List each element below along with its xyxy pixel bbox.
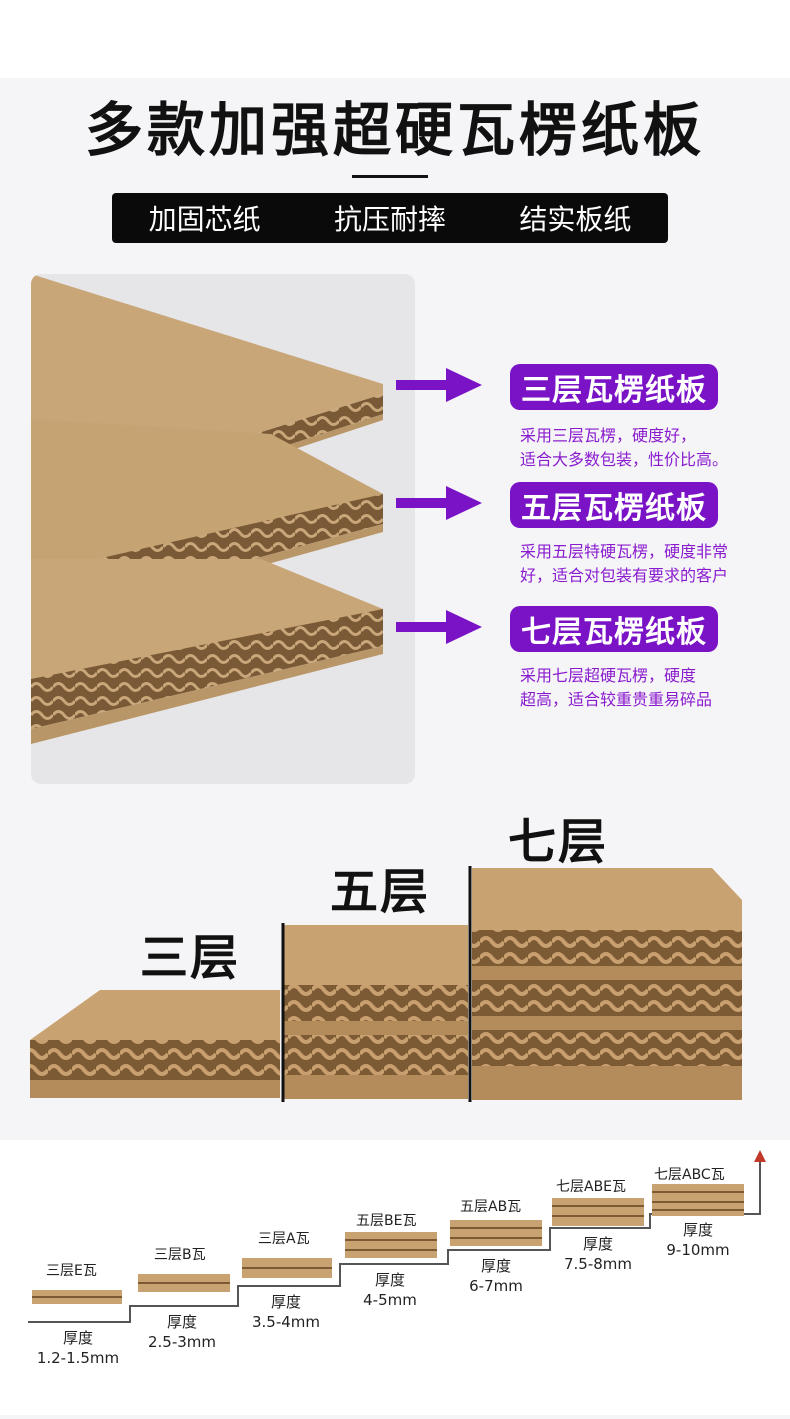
- thickness-label: 厚度: [480, 1257, 511, 1275]
- arrow-right-icon: [396, 610, 482, 644]
- feature-tag: 结实板纸: [519, 203, 632, 236]
- grade-name: 七层ABE瓦: [556, 1179, 627, 1195]
- grade-name: 五层AB瓦: [460, 1199, 522, 1215]
- product-name-badge: 七层瓦楞纸板: [510, 606, 718, 652]
- arrow-right-icon: [396, 486, 482, 520]
- grade-thickness: 厚度 6-7mm: [446, 1256, 546, 1296]
- grade-thickness: 厚度 3.5-4mm: [236, 1292, 336, 1332]
- corrugated-boards-image: [31, 274, 383, 744]
- thickness-label: 厚度: [62, 1329, 93, 1347]
- product-name-badge: 五层瓦楞纸板: [510, 482, 718, 528]
- thickness-label: 厚度: [166, 1313, 197, 1331]
- thickness-value: 1.2-1.5mm: [36, 1349, 120, 1367]
- title-divider: [352, 175, 428, 178]
- grade-name: 三层A瓦: [258, 1231, 310, 1247]
- thickness-label: 厚度: [374, 1271, 405, 1289]
- desc-line: 采用五层特硬瓦楞，硬度非常: [520, 542, 729, 561]
- desc-line: 超高，适合较重贵重易碎品: [520, 690, 713, 709]
- flute-grade-chart: 三层E瓦 厚度 1.2-1.5mm 三层B瓦 厚度 2.5-3mm 三层A瓦 厚…: [0, 1140, 790, 1415]
- layer-comparison-graphic: [30, 866, 742, 1102]
- feature-tag-bar: 加固芯纸 抗压耐摔 结实板纸: [112, 193, 668, 243]
- thickness-label: 厚度: [582, 1235, 613, 1253]
- grade-staircase: [28, 1150, 766, 1323]
- page-title: 多款加强超硬瓦楞纸板: [84, 96, 705, 164]
- thickness-value: 7.5-8mm: [563, 1255, 633, 1273]
- desc-line: 好，适合对包装有要求的客户: [520, 566, 729, 585]
- thickness-value: 2.5-3mm: [147, 1333, 217, 1351]
- product-description: 采用五层特硬瓦楞，硬度非常 好，适合对包装有要求的客户: [520, 540, 770, 588]
- top-band: [0, 0, 790, 78]
- feature-tag: 加固芯纸: [148, 203, 261, 236]
- product-description: 采用三层瓦楞，硬度好， 适合大多数包装，性价比高。: [520, 424, 770, 472]
- grade-name: 五层BE瓦: [356, 1213, 417, 1229]
- layer-comparison: 三层 五层 七层: [0, 790, 790, 1130]
- layer-label: 七层: [508, 814, 609, 870]
- thickness-value: 3.5-4mm: [251, 1313, 321, 1331]
- product-name-badge: 三层瓦楞纸板: [510, 364, 718, 410]
- thickness-value: 6-7mm: [469, 1277, 523, 1295]
- grade-thickness: 厚度 4-5mm: [340, 1270, 440, 1310]
- desc-line: 采用七层超硬瓦楞，硬度: [520, 666, 697, 685]
- desc-line: 适合大多数包装，性价比高。: [520, 450, 729, 469]
- thickness-label: 厚度: [270, 1293, 301, 1311]
- grade-thickness: 厚度 2.5-3mm: [132, 1312, 232, 1352]
- grade-thickness: 厚度 7.5-8mm: [548, 1234, 648, 1274]
- layer-label: 三层: [140, 930, 241, 986]
- product-description: 采用七层超硬瓦楞，硬度 超高，适合较重贵重易碎品: [520, 664, 770, 712]
- thickness-label: 厚度: [682, 1221, 713, 1239]
- grade-name: 三层E瓦: [46, 1263, 97, 1279]
- grade-thickness: 厚度 9-10mm: [648, 1220, 748, 1260]
- layer-label: 五层: [330, 864, 431, 920]
- board-stack-photo: [31, 274, 415, 784]
- grade-name: 三层B瓦: [154, 1247, 206, 1263]
- feature-tag: 抗压耐摔: [333, 203, 446, 236]
- desc-line: 采用三层瓦楞，硬度好，: [520, 426, 697, 445]
- arrow-right-icon: [396, 368, 482, 402]
- grade-name: 七层ABC瓦: [654, 1167, 725, 1183]
- grade-thickness: 厚度 1.2-1.5mm: [28, 1328, 128, 1368]
- thickness-value: 9-10mm: [666, 1241, 730, 1259]
- thickness-value: 4-5mm: [363, 1291, 417, 1309]
